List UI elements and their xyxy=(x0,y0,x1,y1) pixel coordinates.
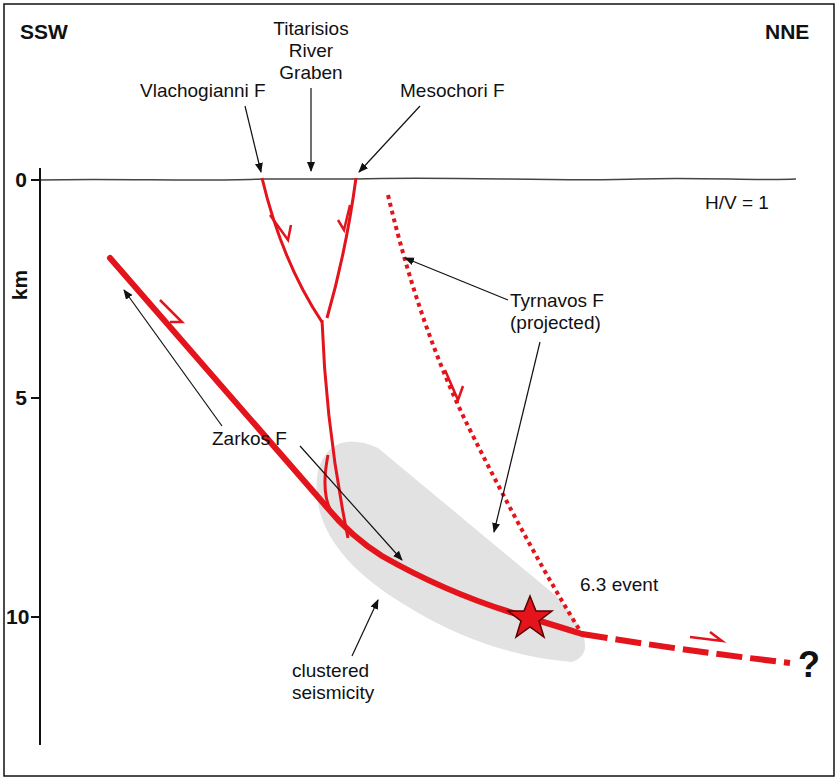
seismicity-label: clustered seismicity xyxy=(292,660,402,704)
axis-tick xyxy=(31,616,40,618)
slip-arrow xyxy=(690,632,722,641)
axis-unit: km xyxy=(8,270,32,300)
ground-surface xyxy=(40,178,796,180)
leader-line xyxy=(245,106,261,172)
leader-line xyxy=(124,290,222,426)
axis-number: 5 xyxy=(15,386,27,410)
uncertainty-mark: ? xyxy=(798,644,820,685)
fault-continuation xyxy=(582,634,790,663)
fault-label: Zarkos F xyxy=(212,428,287,450)
leader-line xyxy=(310,88,311,171)
scale-note: H/V = 1 xyxy=(705,192,769,214)
depth-axis xyxy=(39,168,41,745)
axis-tick xyxy=(31,397,40,399)
axis-tick xyxy=(31,179,40,181)
vlachogianni-fault xyxy=(262,178,322,322)
seismicity-cloud xyxy=(317,442,586,662)
direction-label: SSW xyxy=(20,20,68,44)
tyrnavos-fault xyxy=(388,195,582,634)
axis-number: 10 xyxy=(6,605,29,629)
leader-line xyxy=(405,258,508,300)
slip-arrow xyxy=(270,215,291,240)
leader-line xyxy=(300,446,402,560)
leader-line xyxy=(359,106,420,172)
mesochori-fault xyxy=(327,178,356,318)
slip-arrow xyxy=(338,205,350,230)
fault-label: Vlachogianni F xyxy=(140,80,266,102)
axis-number: 0 xyxy=(15,168,27,192)
event-label: 6.3 event xyxy=(580,574,658,596)
leader-line xyxy=(352,600,378,656)
fault-label: Tyrnavos F (projected) xyxy=(510,290,630,334)
fault-label: Mesochori F xyxy=(400,80,505,102)
leader-line xyxy=(494,342,540,532)
epicentre-star xyxy=(508,596,552,637)
direction-label: NNE xyxy=(765,20,809,44)
graben-label: Titarisios River Graben xyxy=(256,18,366,84)
slip-arrow xyxy=(160,300,182,322)
frame xyxy=(4,4,834,776)
slip-arrow xyxy=(445,370,463,400)
